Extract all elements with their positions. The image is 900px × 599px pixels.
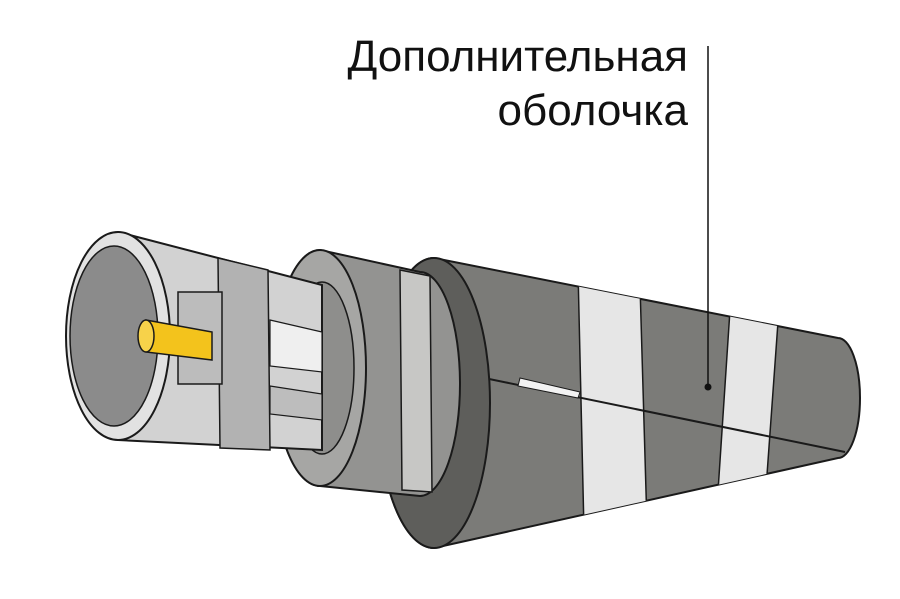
insulation-band xyxy=(399,269,433,493)
outer-band-1 xyxy=(577,269,649,548)
outer-seam-gap xyxy=(517,377,581,399)
core-front-face xyxy=(137,319,155,353)
tube-band-1 xyxy=(217,257,271,451)
outer-sheath xyxy=(377,256,861,550)
callout-line-1: Дополнительная xyxy=(347,32,688,81)
tube-slot-2 xyxy=(269,385,323,421)
callout-leader-dot xyxy=(704,383,712,391)
callout-line-2: оболочка xyxy=(497,86,688,135)
tube-slot xyxy=(269,319,323,373)
callout-label: Дополнительная оболочка xyxy=(347,30,688,138)
central-core xyxy=(137,319,213,361)
